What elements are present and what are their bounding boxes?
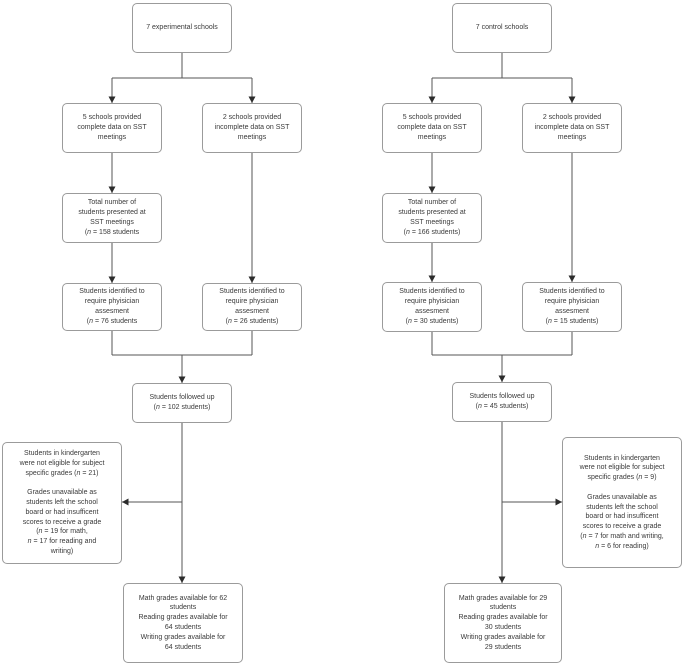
box-exp-identified-complete: Students identified to require phyisicia… [62,283,162,331]
box-label: Math grades available for 62 students Re… [138,594,228,651]
box-label: Students in kindergarten were not eligib… [19,450,105,556]
box-label: Students in kindergarten were not eligib… [579,454,665,550]
box-exp-total-schools: 7 experimental schools [132,3,232,53]
box-exp-students-presented: Total number of students presented at SS… [62,193,162,243]
box-label: 7 experimental schools [146,24,218,32]
box-ctrl-grades-available: Math grades available for 29 students Re… [444,583,562,663]
box-label: 5 schools provided complete data on SST … [77,114,147,141]
box-ctrl-exclusions: Students in kindergarten were not eligib… [562,437,682,568]
box-label: Students identified to require phyisicia… [399,288,465,325]
box-label: 5 schools provided complete data on SST … [397,114,467,141]
box-exp-followed-up: Students followed up (n = 102 students) [132,383,232,423]
box-label: Students identified to require phyisicia… [79,288,145,325]
box-label: 2 schools provided incomplete data on SS… [214,114,290,141]
box-label: Students identified to require physician… [219,288,285,325]
box-label: 2 schools provided incomplete data on SS… [534,114,610,141]
box-label: Students identified to require phyisicia… [539,288,605,325]
connectors-experimental [108,53,256,583]
box-label: Total number of students presented at SS… [78,199,146,236]
box-ctrl-followed-up: Students followed up (n = 45 students) [452,382,552,422]
box-exp-complete-data: 5 schools provided complete data on SST … [62,103,162,153]
box-ctrl-incomplete-data: 2 schools provided incomplete data on SS… [522,103,622,153]
box-ctrl-total-schools: 7 control schools [452,3,552,53]
box-exp-identified-incomplete: Students identified to require physician… [202,283,302,331]
box-exp-incomplete-data: 2 schools provided incomplete data on SS… [202,103,302,153]
box-label: Students followed up (n = 102 students) [149,394,215,411]
box-label: 7 control schools [475,24,529,32]
box-label: Students followed up (n = 45 students) [469,393,535,410]
connectors-control [428,53,576,583]
box-ctrl-complete-data: 5 schools provided complete data on SST … [382,103,482,153]
box-exp-grades-available: Math grades available for 62 students Re… [123,583,243,663]
box-ctrl-identified-complete: Students identified to require phyisicia… [382,282,482,332]
box-label: Math grades available for 29 students Re… [458,594,548,651]
box-exp-exclusions: Students in kindergarten were not eligib… [2,442,122,564]
box-ctrl-identified-incomplete: Students identified to require phyisicia… [522,282,622,332]
box-ctrl-students-presented: Total number of students presented at SS… [382,193,482,243]
box-label: Total number of students presented at SS… [398,199,466,236]
